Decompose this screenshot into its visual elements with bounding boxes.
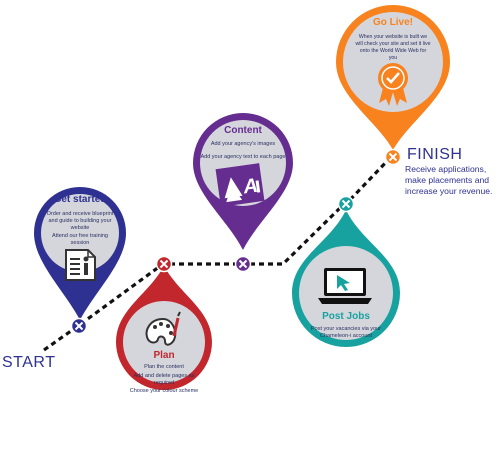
step-title-plan: Plan <box>153 350 175 361</box>
step-title-post-jobs: Post Jobs <box>322 311 370 322</box>
step-line-content-2: Add your agency text to each page <box>200 154 286 160</box>
step-line-go-live-1: When your website is built we will check… <box>355 34 431 61</box>
marker-plan <box>155 255 173 273</box>
document-info-icon <box>65 249 96 281</box>
badge-check-icon <box>378 63 408 106</box>
step-title-get-started: Get started <box>53 194 107 205</box>
start-label: START <box>2 354 56 371</box>
step-line-plan-2: Add and delete pages as required <box>133 373 195 386</box>
step-line-post-jobs-1: Post your vacancies via your Chameleon-i… <box>311 326 382 339</box>
step-line-content-1: Add your agency's images <box>210 141 276 147</box>
step-title-go-live: Go Live! <box>372 17 413 28</box>
laptop-cursor-icon <box>318 268 372 304</box>
step-line-plan-3: Choose your colour scheme <box>129 388 199 394</box>
palette-brush-icon <box>145 311 181 346</box>
marker-finish <box>384 148 402 166</box>
finish-label: FINISH <box>407 146 463 163</box>
marker-post-jobs <box>337 195 355 213</box>
finish-description: Receive applications, make placements an… <box>405 164 493 196</box>
step-title-content: Content <box>224 125 262 136</box>
marker-content <box>234 255 252 273</box>
image-text-icon: A <box>215 163 265 207</box>
step-line-get-started-1: Order and receive blueprint and guide to… <box>46 211 114 231</box>
step-line-plan-1: Plan the content <box>144 364 184 370</box>
marker-get-started <box>70 317 88 335</box>
svg-text:A: A <box>241 175 259 199</box>
step-line-get-started-2: Attend our free training session <box>52 233 108 246</box>
